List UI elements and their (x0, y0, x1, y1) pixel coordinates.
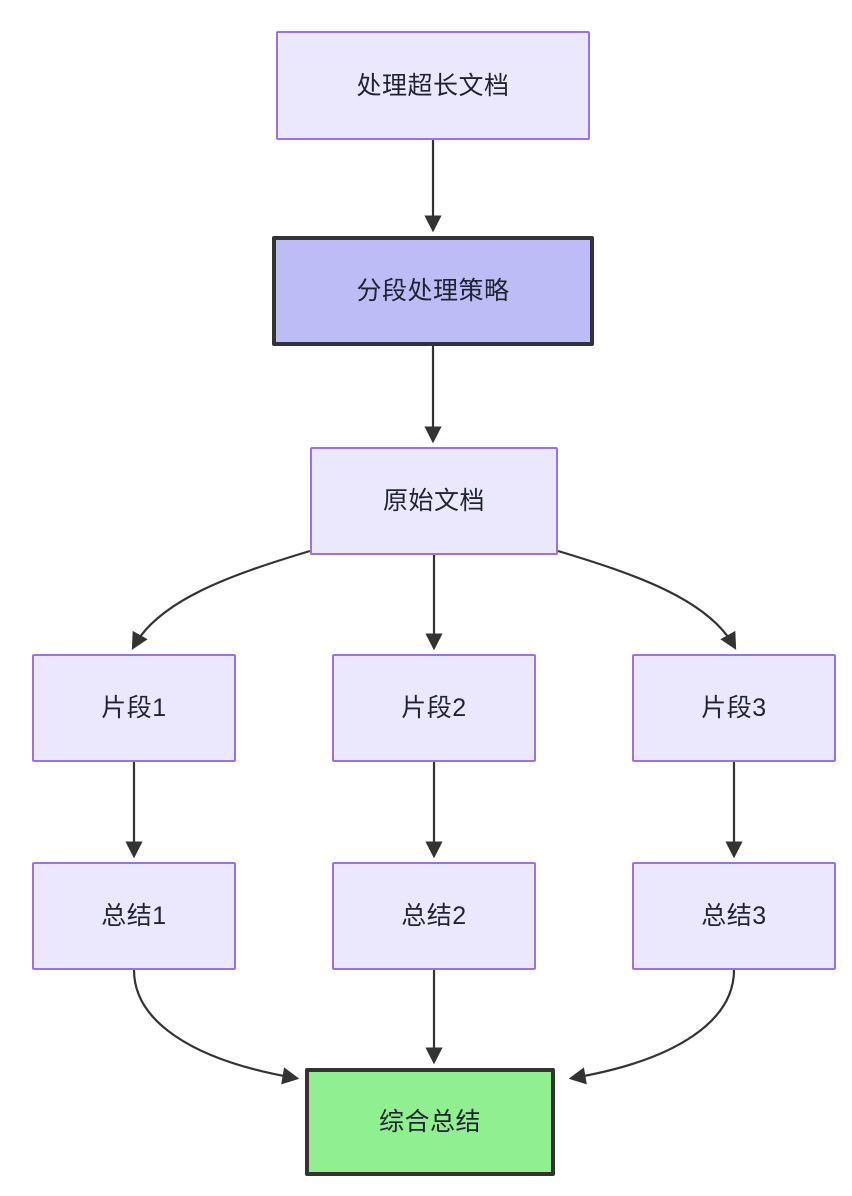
node-n9[interactable]: 总结3 (632, 862, 836, 970)
node-n7[interactable]: 总结1 (32, 862, 236, 970)
node-n10[interactable]: 综合总结 (305, 1068, 555, 1176)
edge-n9-to-n10 (568, 969, 736, 1085)
node-label-n4: 片段1 (101, 694, 167, 722)
edge-n3-to-n4 (131, 549, 311, 650)
node-n5[interactable]: 片段2 (332, 654, 536, 762)
node-label-n2: 分段处理策略 (356, 277, 510, 305)
edge-n3-to-n6 (557, 549, 737, 650)
node-n4[interactable]: 片段1 (32, 654, 236, 762)
node-n3[interactable]: 原始文档 (310, 447, 558, 555)
node-n8[interactable]: 总结2 (332, 862, 536, 970)
node-label-n10: 综合总结 (378, 1108, 481, 1136)
node-label-n8: 总结2 (401, 902, 467, 930)
node-n6[interactable]: 片段3 (632, 654, 836, 762)
node-label-n1: 处理超长文档 (356, 71, 510, 100)
node-n2[interactable]: 分段处理策略 (272, 236, 594, 346)
node-label-n5: 片段2 (401, 694, 467, 722)
edge-n7-to-n10 (132, 969, 300, 1085)
node-label-n6: 片段3 (701, 694, 767, 722)
node-label-n3: 原始文档 (382, 487, 485, 515)
node-label-n9: 总结3 (701, 902, 767, 930)
node-label-n7: 总结1 (101, 902, 167, 930)
node-n1[interactable]: 处理超长文档 (276, 31, 590, 140)
edge-group (125, 140, 743, 1085)
